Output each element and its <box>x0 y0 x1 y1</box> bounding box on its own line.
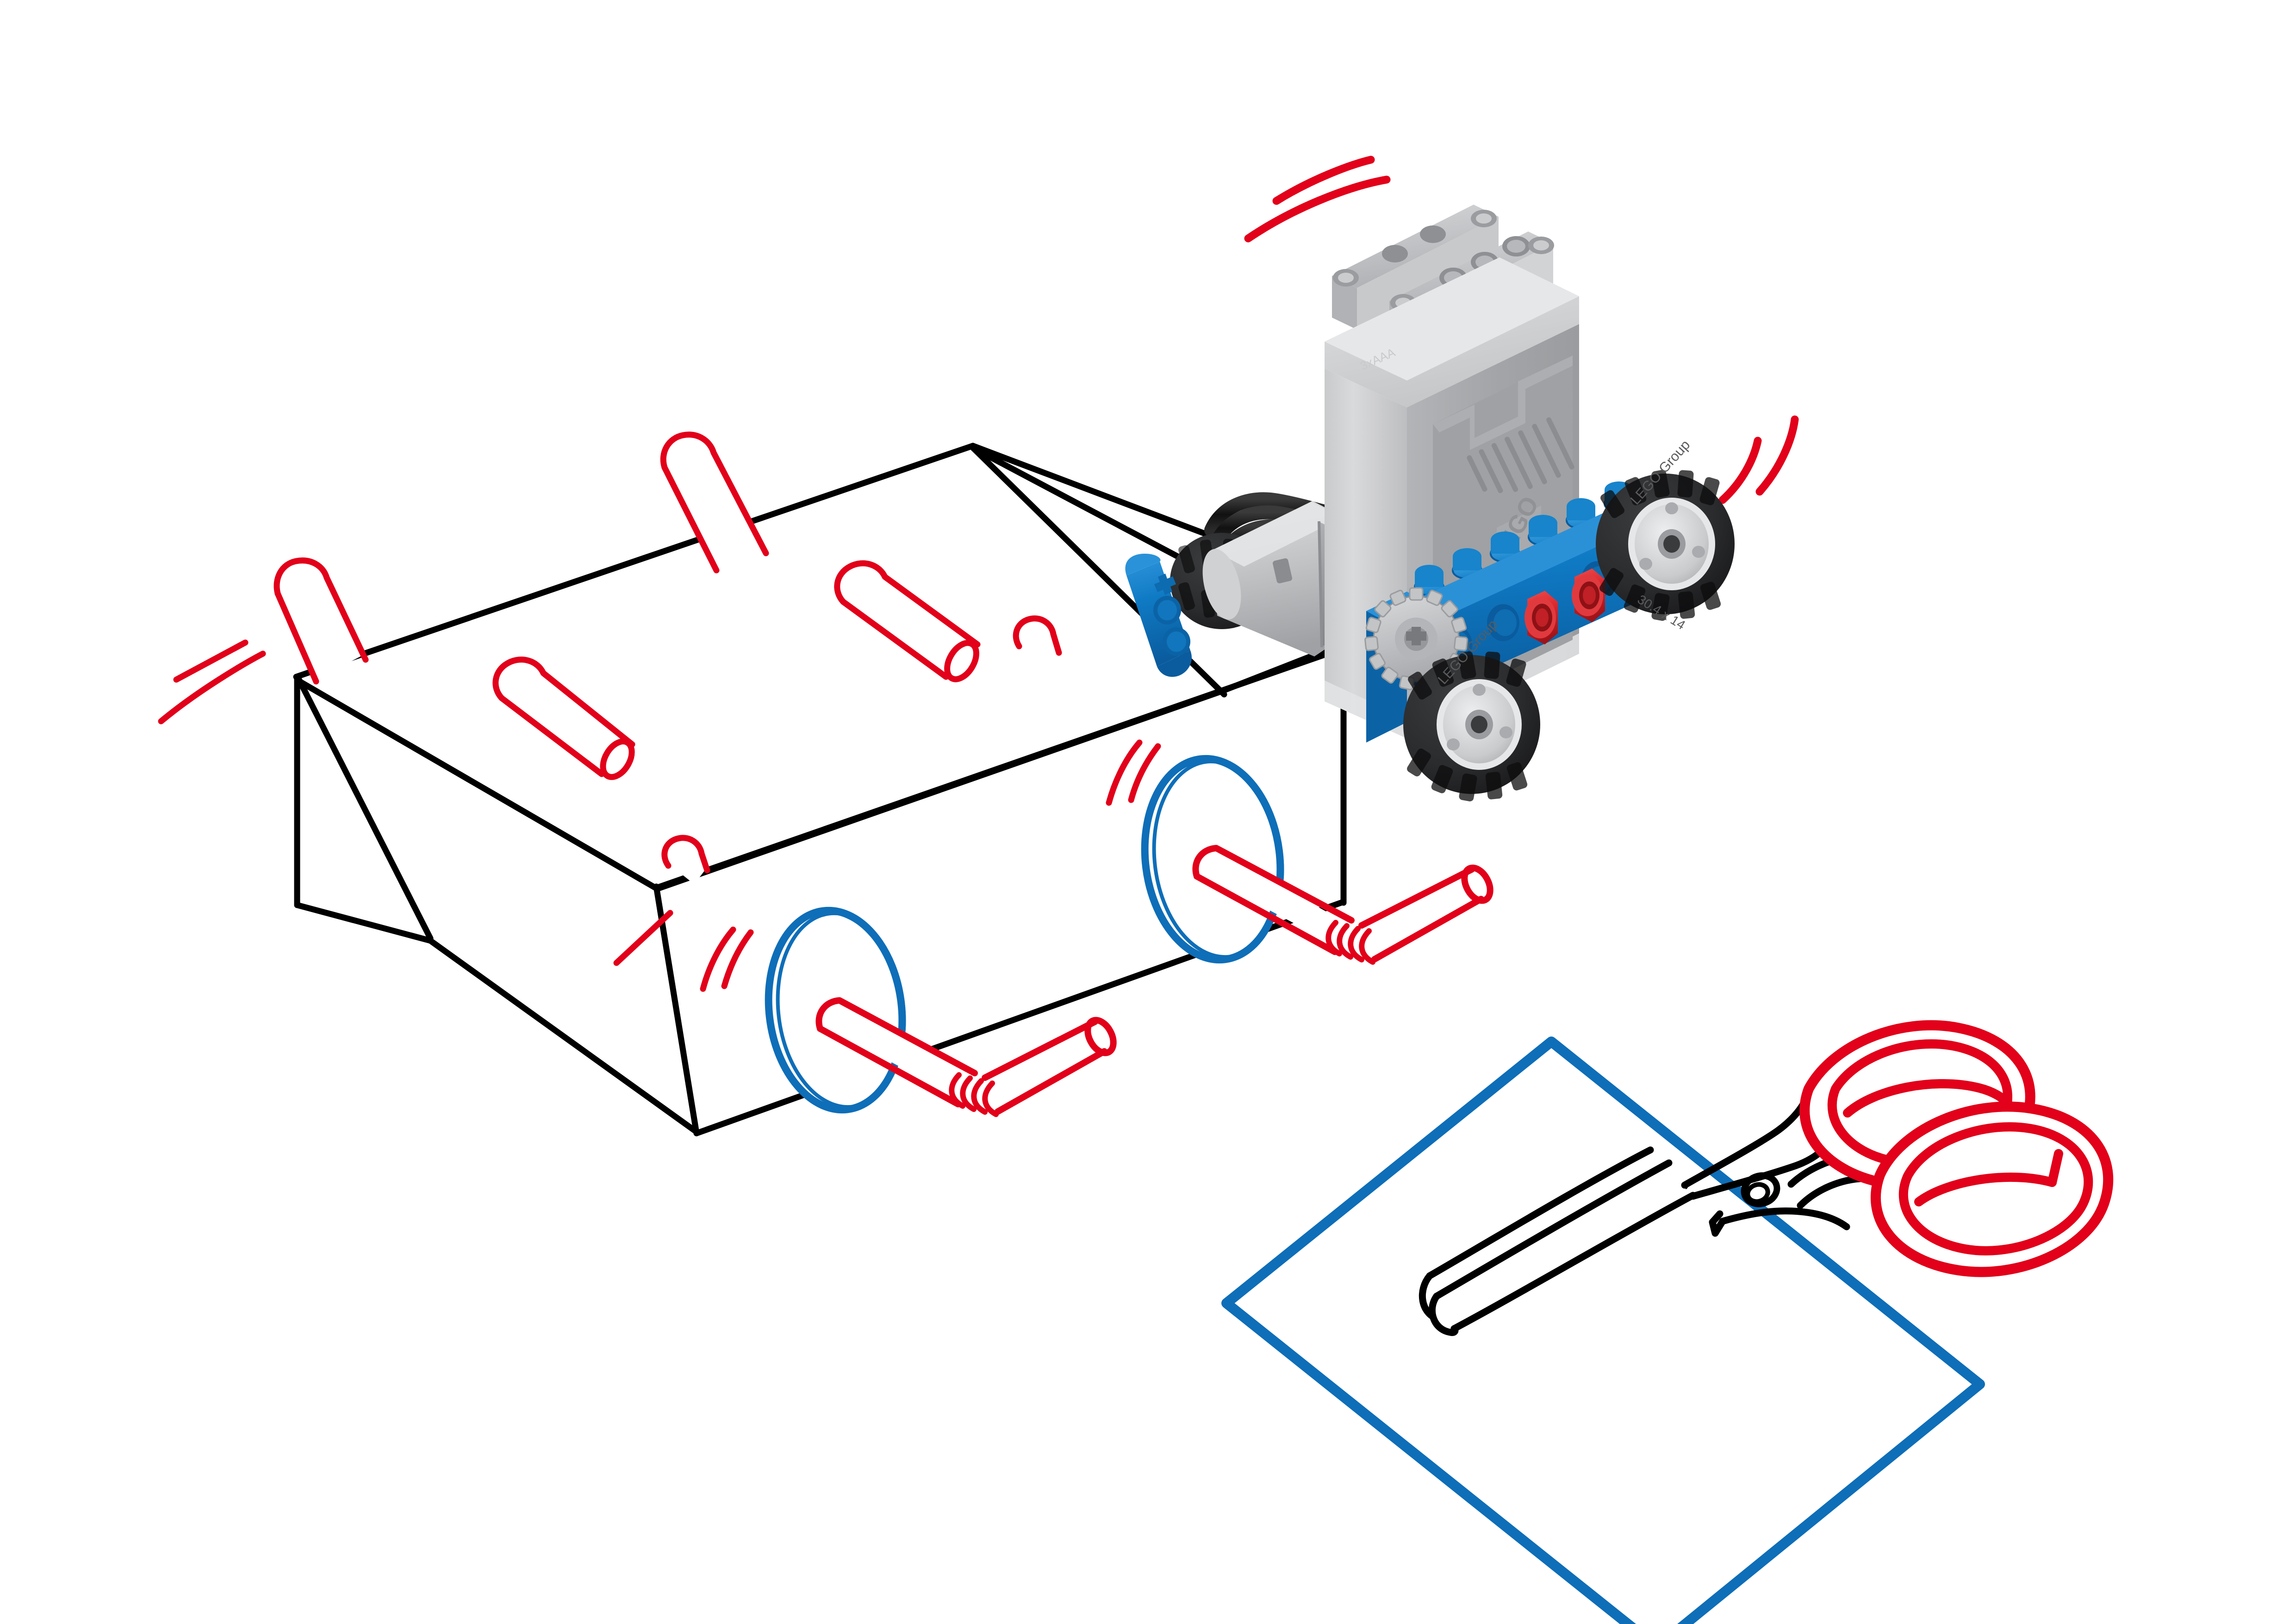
box-edge-bottom-front-left <box>427 937 700 1135</box>
straw-lying-inner-left <box>492 656 635 780</box>
motor-marker <box>1273 558 1292 583</box>
scissors-shank-notch <box>1709 1210 1726 1237</box>
box-edge-front-bottom <box>693 939 1234 1137</box>
red-bush-1 <box>1524 591 1558 644</box>
straw-lying-right <box>834 560 981 682</box>
box-edge-inner-left-fold <box>295 677 660 892</box>
handle-lower-grip-tick <box>2047 1149 2063 1187</box>
motion-mark-disc-rear <box>1106 739 1161 806</box>
paper-outline <box>1221 1037 1985 1624</box>
straw-upright-left <box>274 557 369 685</box>
axle-bent-rear <box>1192 845 1493 965</box>
axle-bent-front <box>815 997 1117 1117</box>
cardboard-box <box>293 443 1347 1137</box>
straw-group <box>274 431 1062 966</box>
scissors-shank-lower-3 <box>1719 1207 1850 1230</box>
scissors-blade-upper <box>1429 1159 1697 1336</box>
paper-sheet <box>1221 1037 1985 1624</box>
straw-nub-right <box>661 835 710 884</box>
box-edge-bottom-left <box>294 902 434 944</box>
lego-gear <box>1364 587 1468 691</box>
red-bush-2 <box>1572 568 1605 622</box>
lego-blue-liftarm-loose <box>1125 554 1192 677</box>
box-edge-top-back-left <box>293 443 976 680</box>
motion-marks-group <box>158 156 1799 992</box>
disc-rear-inner <box>1152 759 1284 959</box>
motion-mark-disc-front <box>700 926 754 992</box>
handle-lower-grip-line <box>1914 1172 2057 1206</box>
motion-mark-hub <box>1244 156 1391 243</box>
scissors <box>1419 1020 2114 1336</box>
handle-upper-grip-line <box>1843 1079 2014 1118</box>
lego-chassis: 3xAAA <box>1125 205 1735 802</box>
disc-front-inner <box>776 911 906 1109</box>
hub-vents-upper <box>1467 417 1574 493</box>
motion-mark-lego-wheel <box>1718 415 1799 504</box>
box-fill <box>296 447 1342 1134</box>
box-edge-front-top <box>653 645 1347 891</box>
handle-lower-inner <box>1898 1122 2093 1255</box>
handle-lower-outer <box>1870 1101 2114 1277</box>
straw-tick-front-face <box>613 910 673 966</box>
straw-upright-mid <box>660 431 769 574</box>
box-crease-left-flap <box>296 676 434 942</box>
motion-mark-box-left <box>158 639 266 725</box>
straw-nub-far-right <box>1013 615 1062 666</box>
box-edge-front-left-vertical <box>653 883 700 1137</box>
scissors-handle-lower <box>1870 1101 2114 1277</box>
